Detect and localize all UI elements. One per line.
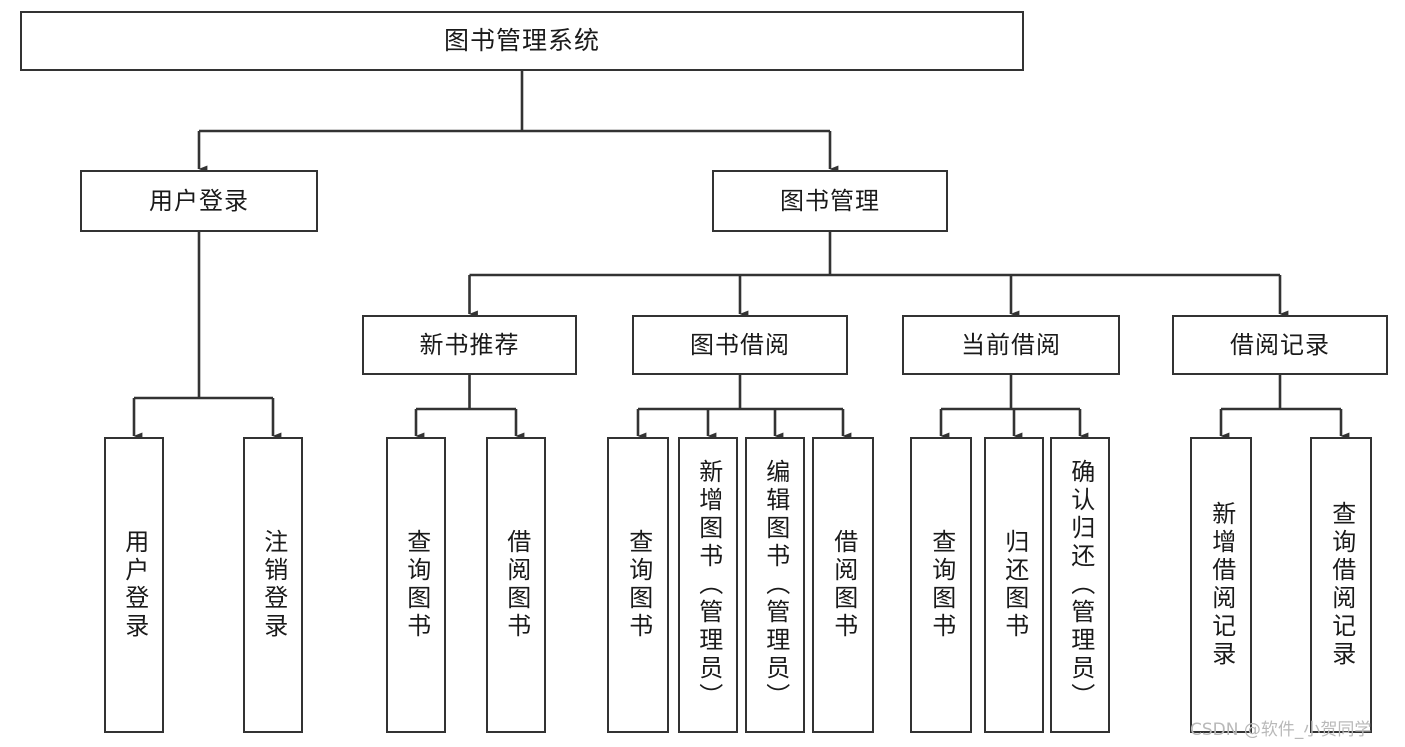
leaf-node[interactable]: 新增借阅记录 [1190, 437, 1252, 733]
leaf-node[interactable]: 查询图书 [607, 437, 669, 733]
level1-node[interactable]: 图书管理 [712, 170, 948, 232]
node-label: 查询图书 [402, 529, 431, 641]
node-label: 注销登录 [259, 529, 288, 641]
node-label: 借阅记录 [1230, 330, 1330, 359]
node-label: 用户登录 [149, 186, 249, 215]
node-label: 新增图书（管理员） [694, 459, 723, 711]
level2-node[interactable]: 借阅记录 [1172, 315, 1388, 375]
leaf-node[interactable]: 注销登录 [243, 437, 303, 733]
leaf-node[interactable]: 查询借阅记录 [1310, 437, 1372, 733]
node-label: 归还图书 [1000, 529, 1029, 641]
node-label: 新书推荐 [419, 330, 520, 359]
leaf-node[interactable]: 归还图书 [984, 437, 1044, 733]
leaf-node[interactable]: 新增图书（管理员） [678, 437, 738, 733]
node-label: 编辑图书（管理员） [761, 459, 790, 711]
leaf-node[interactable]: 查询图书 [910, 437, 972, 733]
node-label: 图书借阅 [690, 330, 790, 359]
leaf-node[interactable]: 借阅图书 [486, 437, 546, 733]
leaf-node[interactable]: 查询图书 [386, 437, 446, 733]
leaf-node[interactable]: 用户登录 [104, 437, 164, 733]
node-label: 新增借阅记录 [1207, 501, 1236, 669]
node-label: 借阅图书 [829, 529, 858, 641]
node-label: 查询图书 [927, 529, 956, 641]
node-label: 确认归还（管理员） [1066, 459, 1095, 711]
root-node[interactable]: 图书管理系统 [20, 11, 1024, 71]
leaf-node[interactable]: 编辑图书（管理员） [745, 437, 805, 733]
level1-node[interactable]: 用户登录 [80, 170, 318, 232]
leaf-node[interactable]: 确认归还（管理员） [1050, 437, 1110, 733]
node-label: 图书管理 [780, 186, 880, 215]
level2-node[interactable]: 图书借阅 [632, 315, 848, 375]
csdn-watermark: CSDN @软件_小贺同学 [1190, 720, 1372, 740]
node-label: 当前借阅 [961, 330, 1061, 359]
node-label: 查询图书 [624, 529, 653, 641]
leaf-node[interactable]: 借阅图书 [812, 437, 874, 733]
node-label: 图书管理系统 [443, 26, 600, 56]
level2-node[interactable]: 当前借阅 [902, 315, 1120, 375]
node-label: 借阅图书 [502, 529, 531, 641]
node-label: 查询借阅记录 [1327, 501, 1356, 669]
node-label: 用户登录 [120, 529, 149, 641]
level2-node[interactable]: 新书推荐 [362, 315, 577, 375]
